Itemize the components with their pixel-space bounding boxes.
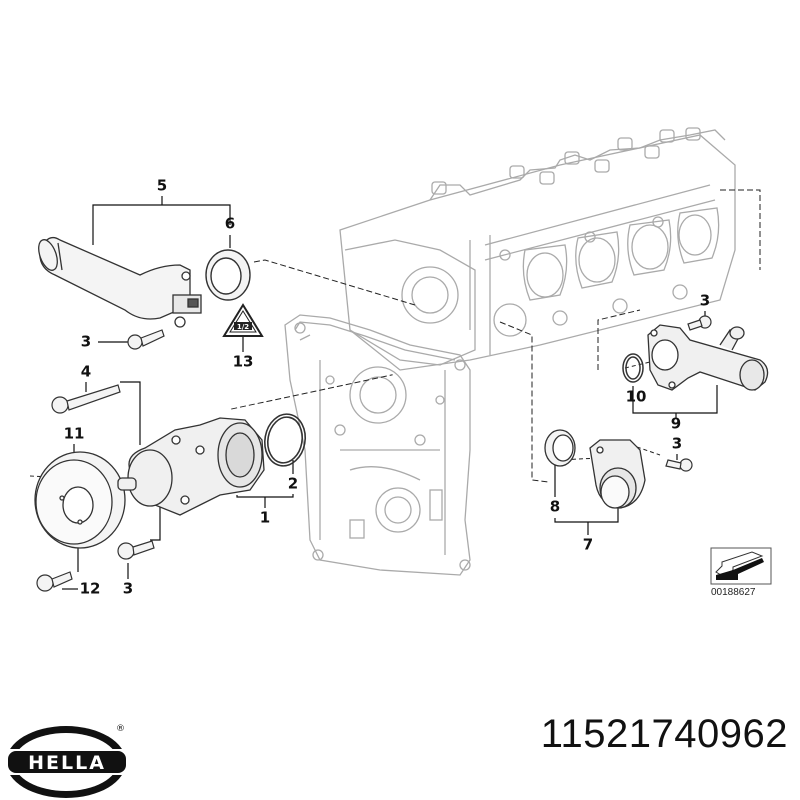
callout-6: 6	[224, 214, 236, 233]
part-3-bolt	[127, 329, 165, 350]
part-5-coolant-pipe	[38, 236, 202, 328]
part-11-pulley	[34, 451, 126, 549]
part-9-coolant-flange	[647, 324, 769, 391]
part-12-bolt	[36, 571, 73, 592]
callout-8: 8	[549, 497, 561, 516]
cylinder-head	[339, 127, 736, 371]
callout-7: 7	[582, 535, 594, 554]
hella-logo: HELLA	[4, 726, 128, 798]
callout-brackets	[62, 196, 718, 590]
callout-1: 1	[259, 508, 271, 527]
orientation-arrow-icon	[710, 547, 772, 585]
callout-3: 3	[80, 332, 92, 351]
part-number: 11521740962	[540, 712, 788, 756]
part-3-bolt-right-upper	[687, 315, 712, 331]
part-8-seal	[544, 429, 576, 467]
registered-trademark-mark: ®	[116, 724, 125, 734]
callout-10: 10	[625, 387, 647, 406]
callout-4: 4	[80, 362, 92, 381]
part-3-bolt-right-lower	[665, 458, 693, 472]
svg-text:1/2: 1/2	[237, 323, 249, 331]
callout-2: 2	[287, 474, 299, 493]
part-3-bolt-lower	[117, 540, 155, 560]
part-6-seal-ring	[205, 249, 251, 301]
timing-cover	[284, 314, 471, 576]
callout-5: 5	[156, 176, 168, 195]
callout-13: 13	[232, 352, 254, 371]
brand-wordmark: HELLA	[28, 752, 106, 774]
part-2-gasket	[263, 413, 307, 467]
part-13-warning-label: 1/2	[222, 303, 264, 337]
callout-11: 11	[63, 424, 85, 443]
callout-12: 12	[79, 579, 101, 598]
callout-3: 3	[122, 579, 134, 598]
part-4-bolt	[51, 384, 121, 414]
callout-9: 9	[670, 414, 682, 433]
part-7-coolant-outlet	[589, 439, 646, 509]
part-1-water-pump	[117, 417, 265, 516]
callout-3: 3	[699, 291, 711, 310]
diagram-reference-code: 00188627	[711, 587, 756, 598]
part-10-o-ring	[622, 353, 644, 383]
callout-3: 3	[671, 434, 683, 453]
